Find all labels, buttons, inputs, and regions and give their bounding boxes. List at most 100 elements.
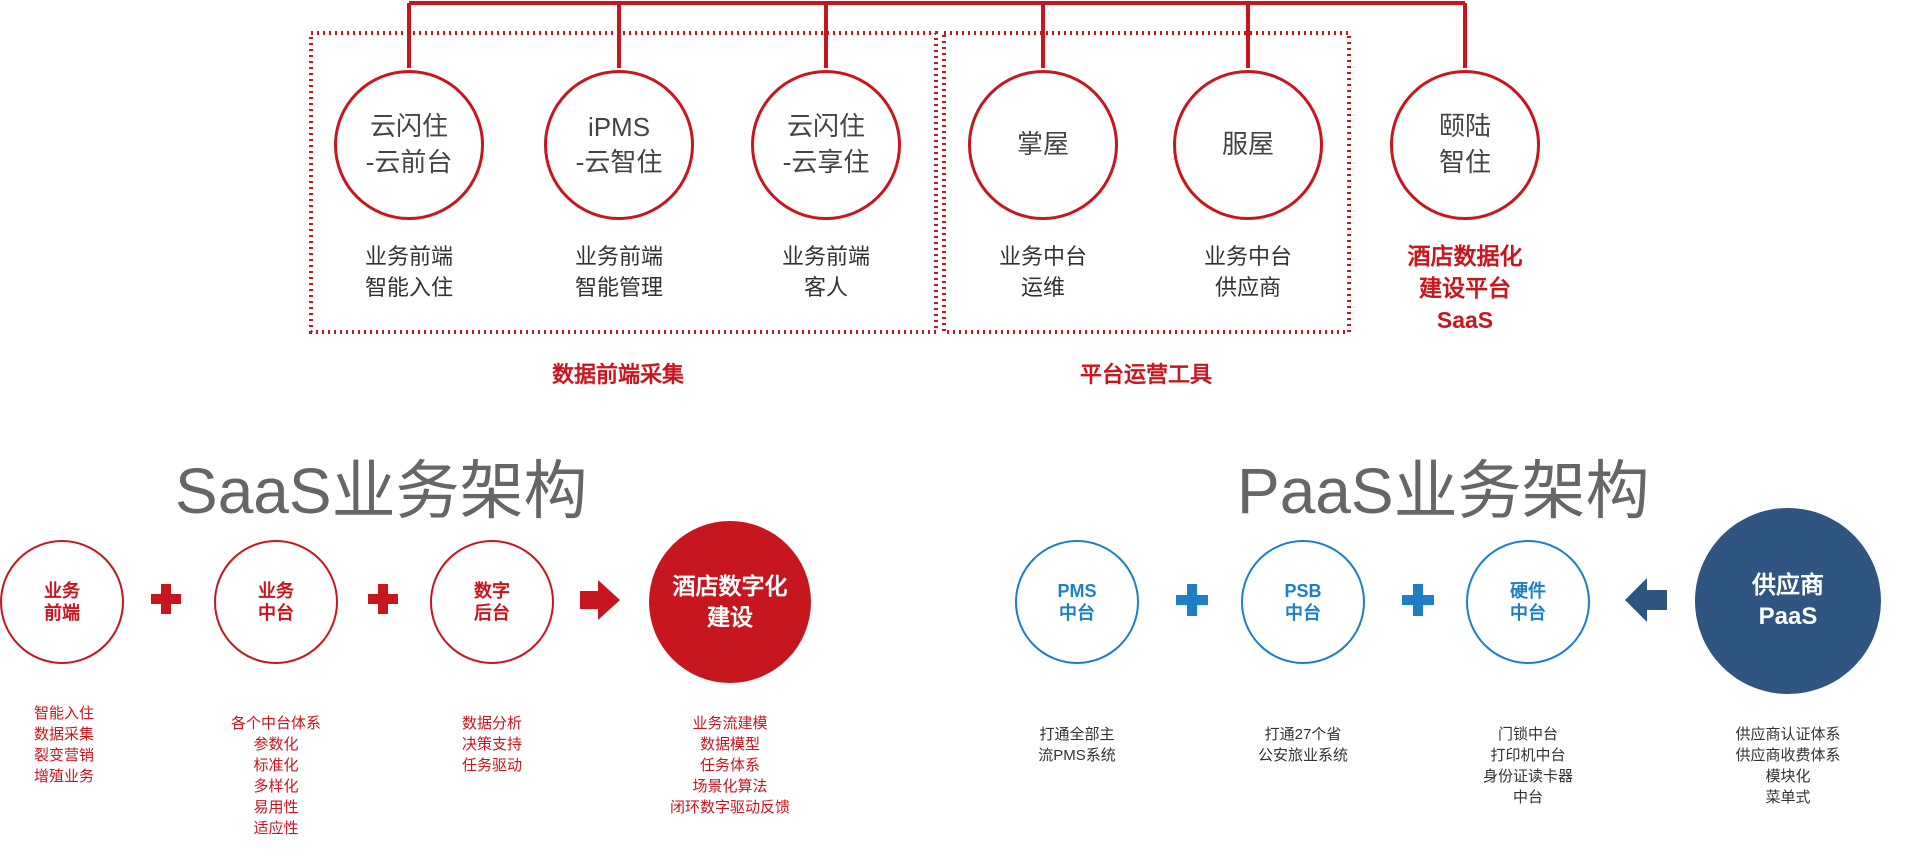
group-box-frontend <box>309 31 938 334</box>
saas-middle-items: 各个中台体系 参数化 标准化 多样化 易用性 适应性 <box>176 713 376 839</box>
arrow-left-icon <box>1625 578 1667 622</box>
caption-line: 酒店数据化 <box>1407 243 1523 269</box>
circle-label-line: 中台 <box>1285 603 1321 623</box>
saas-backend-items: 数据分析 决策支持 任务驱动 <box>392 713 592 776</box>
list-item: 任务体系 <box>699 757 760 774</box>
circle-label-line: 硬件 <box>1510 581 1546 601</box>
plus-icon <box>368 584 398 614</box>
list-item: 打通27个省 <box>1264 726 1342 743</box>
circle-label-line: PSB <box>1284 581 1322 601</box>
list-item: 门锁中台 <box>1497 726 1558 743</box>
paas-psb-items: 打通27个省 公安旅业系统 <box>1203 724 1403 766</box>
group-box-platform <box>942 31 1351 334</box>
node-caption: 业务前端 智能管理 <box>519 241 719 303</box>
node-yunshanzhu-xiangzhu: 云闪住 -云享住 <box>751 70 901 220</box>
circle-label-line: 数字 <box>474 581 510 601</box>
caption-line: 智能入住 <box>364 275 453 300</box>
list-item: 中台 <box>1512 789 1543 806</box>
node-label-line: iPMS <box>587 112 651 142</box>
plus-icon <box>1176 584 1208 616</box>
caption-line: 业务中台 <box>998 244 1087 269</box>
saas-result-circle: 酒店数字化 建设 <box>649 521 811 683</box>
paas-section-title: PaaS业务架构 <box>1237 455 1650 527</box>
list-item: 增殖业务 <box>33 768 94 785</box>
node-caption: 业务中台 供应商 <box>1148 241 1348 303</box>
caption-line: 业务中台 <box>1203 244 1292 269</box>
paas-circle-psb: PSB 中台 <box>1241 540 1365 664</box>
list-item: 模块化 <box>1765 768 1811 785</box>
caption-line: 智能管理 <box>574 275 663 300</box>
list-item: 场景化算法 <box>692 778 768 795</box>
node-label-line: 颐陆 <box>1438 112 1491 142</box>
paas-pms-items: 打通全部主 流PMS系统 <box>977 724 1177 766</box>
node-caption: 业务前端 客人 <box>726 241 926 303</box>
list-item: 数据采集 <box>33 726 94 743</box>
circle-label-line: PMS <box>1057 581 1097 601</box>
circle-label-line: 供应商 <box>1752 572 1824 599</box>
node-label-line: 云闪住 <box>369 112 448 142</box>
circle-label-line: 后台 <box>474 603 510 623</box>
list-item: 参数化 <box>253 736 299 753</box>
circle-label-line: 建设 <box>707 604 753 630</box>
circle-label-line: PaaS <box>1758 603 1818 630</box>
node-caption: 业务中台 运维 <box>943 241 1143 303</box>
caption-line: 业务前端 <box>574 244 663 269</box>
list-item: 供应商收费体系 <box>1735 747 1841 764</box>
list-item: 业务流建模 <box>692 715 768 732</box>
paas-hardware-items: 门锁中台 打印机中台 身份证读卡器 中台 <box>1428 724 1628 808</box>
circle-label-line: 业务 <box>44 581 80 601</box>
circle-label-line: 前端 <box>44 603 80 623</box>
list-item: 智能入住 <box>33 705 94 722</box>
list-item: 数据分析 <box>461 715 522 732</box>
node-zhangwu: 掌屋 <box>968 70 1118 220</box>
saas-circle-middle: 业务 中台 <box>214 540 338 664</box>
node-label-line: -云享住 <box>782 148 870 178</box>
list-item: 易用性 <box>253 799 299 816</box>
list-item: 裂变营销 <box>33 747 94 764</box>
group-label-frontend: 数据前端采集 <box>551 362 685 387</box>
paas-result-circle: 供应商 PaaS <box>1695 508 1881 694</box>
node-yilu-zhizhu: 颐陆 智住 <box>1390 70 1540 220</box>
node-label-line: -云前台 <box>365 148 453 178</box>
saas-section-title: SaaS业务架构 <box>175 455 588 527</box>
list-item: 各个中台体系 <box>230 715 321 732</box>
list-item: 数据模型 <box>699 736 760 753</box>
node-label-line: 智住 <box>1438 148 1491 178</box>
circle-label-line: 中台 <box>258 603 294 623</box>
group-label-platform: 平台运营工具 <box>1079 362 1213 387</box>
caption-line: SaaS <box>1436 307 1494 333</box>
plus-icon <box>151 584 181 614</box>
list-item: 流PMS系统 <box>1038 747 1116 764</box>
caption-line: 客人 <box>803 275 848 300</box>
list-item: 打通全部主 <box>1039 726 1115 743</box>
circle-label-line: 业务 <box>258 581 294 601</box>
circle-label-line: 中台 <box>1510 603 1546 623</box>
caption-line: 建设平台 <box>1419 275 1511 301</box>
caption-line: 业务前端 <box>364 244 453 269</box>
saas-frontend-items: 智能入住 数据采集 裂变营销 增殖业务 <box>0 703 164 787</box>
caption-line: 业务前端 <box>781 244 870 269</box>
node-label-line: -云智住 <box>575 148 663 178</box>
saas-platform-caption: 酒店数据化 建设平台 SaaS <box>1355 240 1575 336</box>
node-ipms: iPMS -云智住 <box>544 70 694 220</box>
saas-circle-backend: 数字 后台 <box>430 540 554 664</box>
list-item: 决策支持 <box>461 736 522 753</box>
caption-line: 供应商 <box>1214 275 1281 300</box>
list-item: 公安旅业系统 <box>1257 747 1348 764</box>
arrow-right-icon <box>580 580 620 620</box>
node-label-line: 掌屋 <box>1016 130 1069 160</box>
circle-label-line: 中台 <box>1059 603 1095 623</box>
circle-label-line: 酒店数字化 <box>672 573 788 599</box>
plus-icon <box>1402 584 1434 616</box>
list-item: 闭环数字驱动反馈 <box>669 799 790 816</box>
node-label-line: 服屋 <box>1221 130 1274 160</box>
saas-circle-frontend: 业务 前端 <box>0 540 124 664</box>
node-caption: 业务前端 智能入住 <box>309 241 509 303</box>
list-item: 适应性 <box>253 820 299 837</box>
list-item: 菜单式 <box>1765 789 1811 806</box>
node-yunshanzhu-qiantai: 云闪住 -云前台 <box>334 70 484 220</box>
paas-result-items: 供应商认证体系 供应商收费体系 模块化 菜单式 <box>1688 724 1888 808</box>
list-item: 身份证读卡器 <box>1482 768 1573 785</box>
list-item: 打印机中台 <box>1490 747 1566 764</box>
